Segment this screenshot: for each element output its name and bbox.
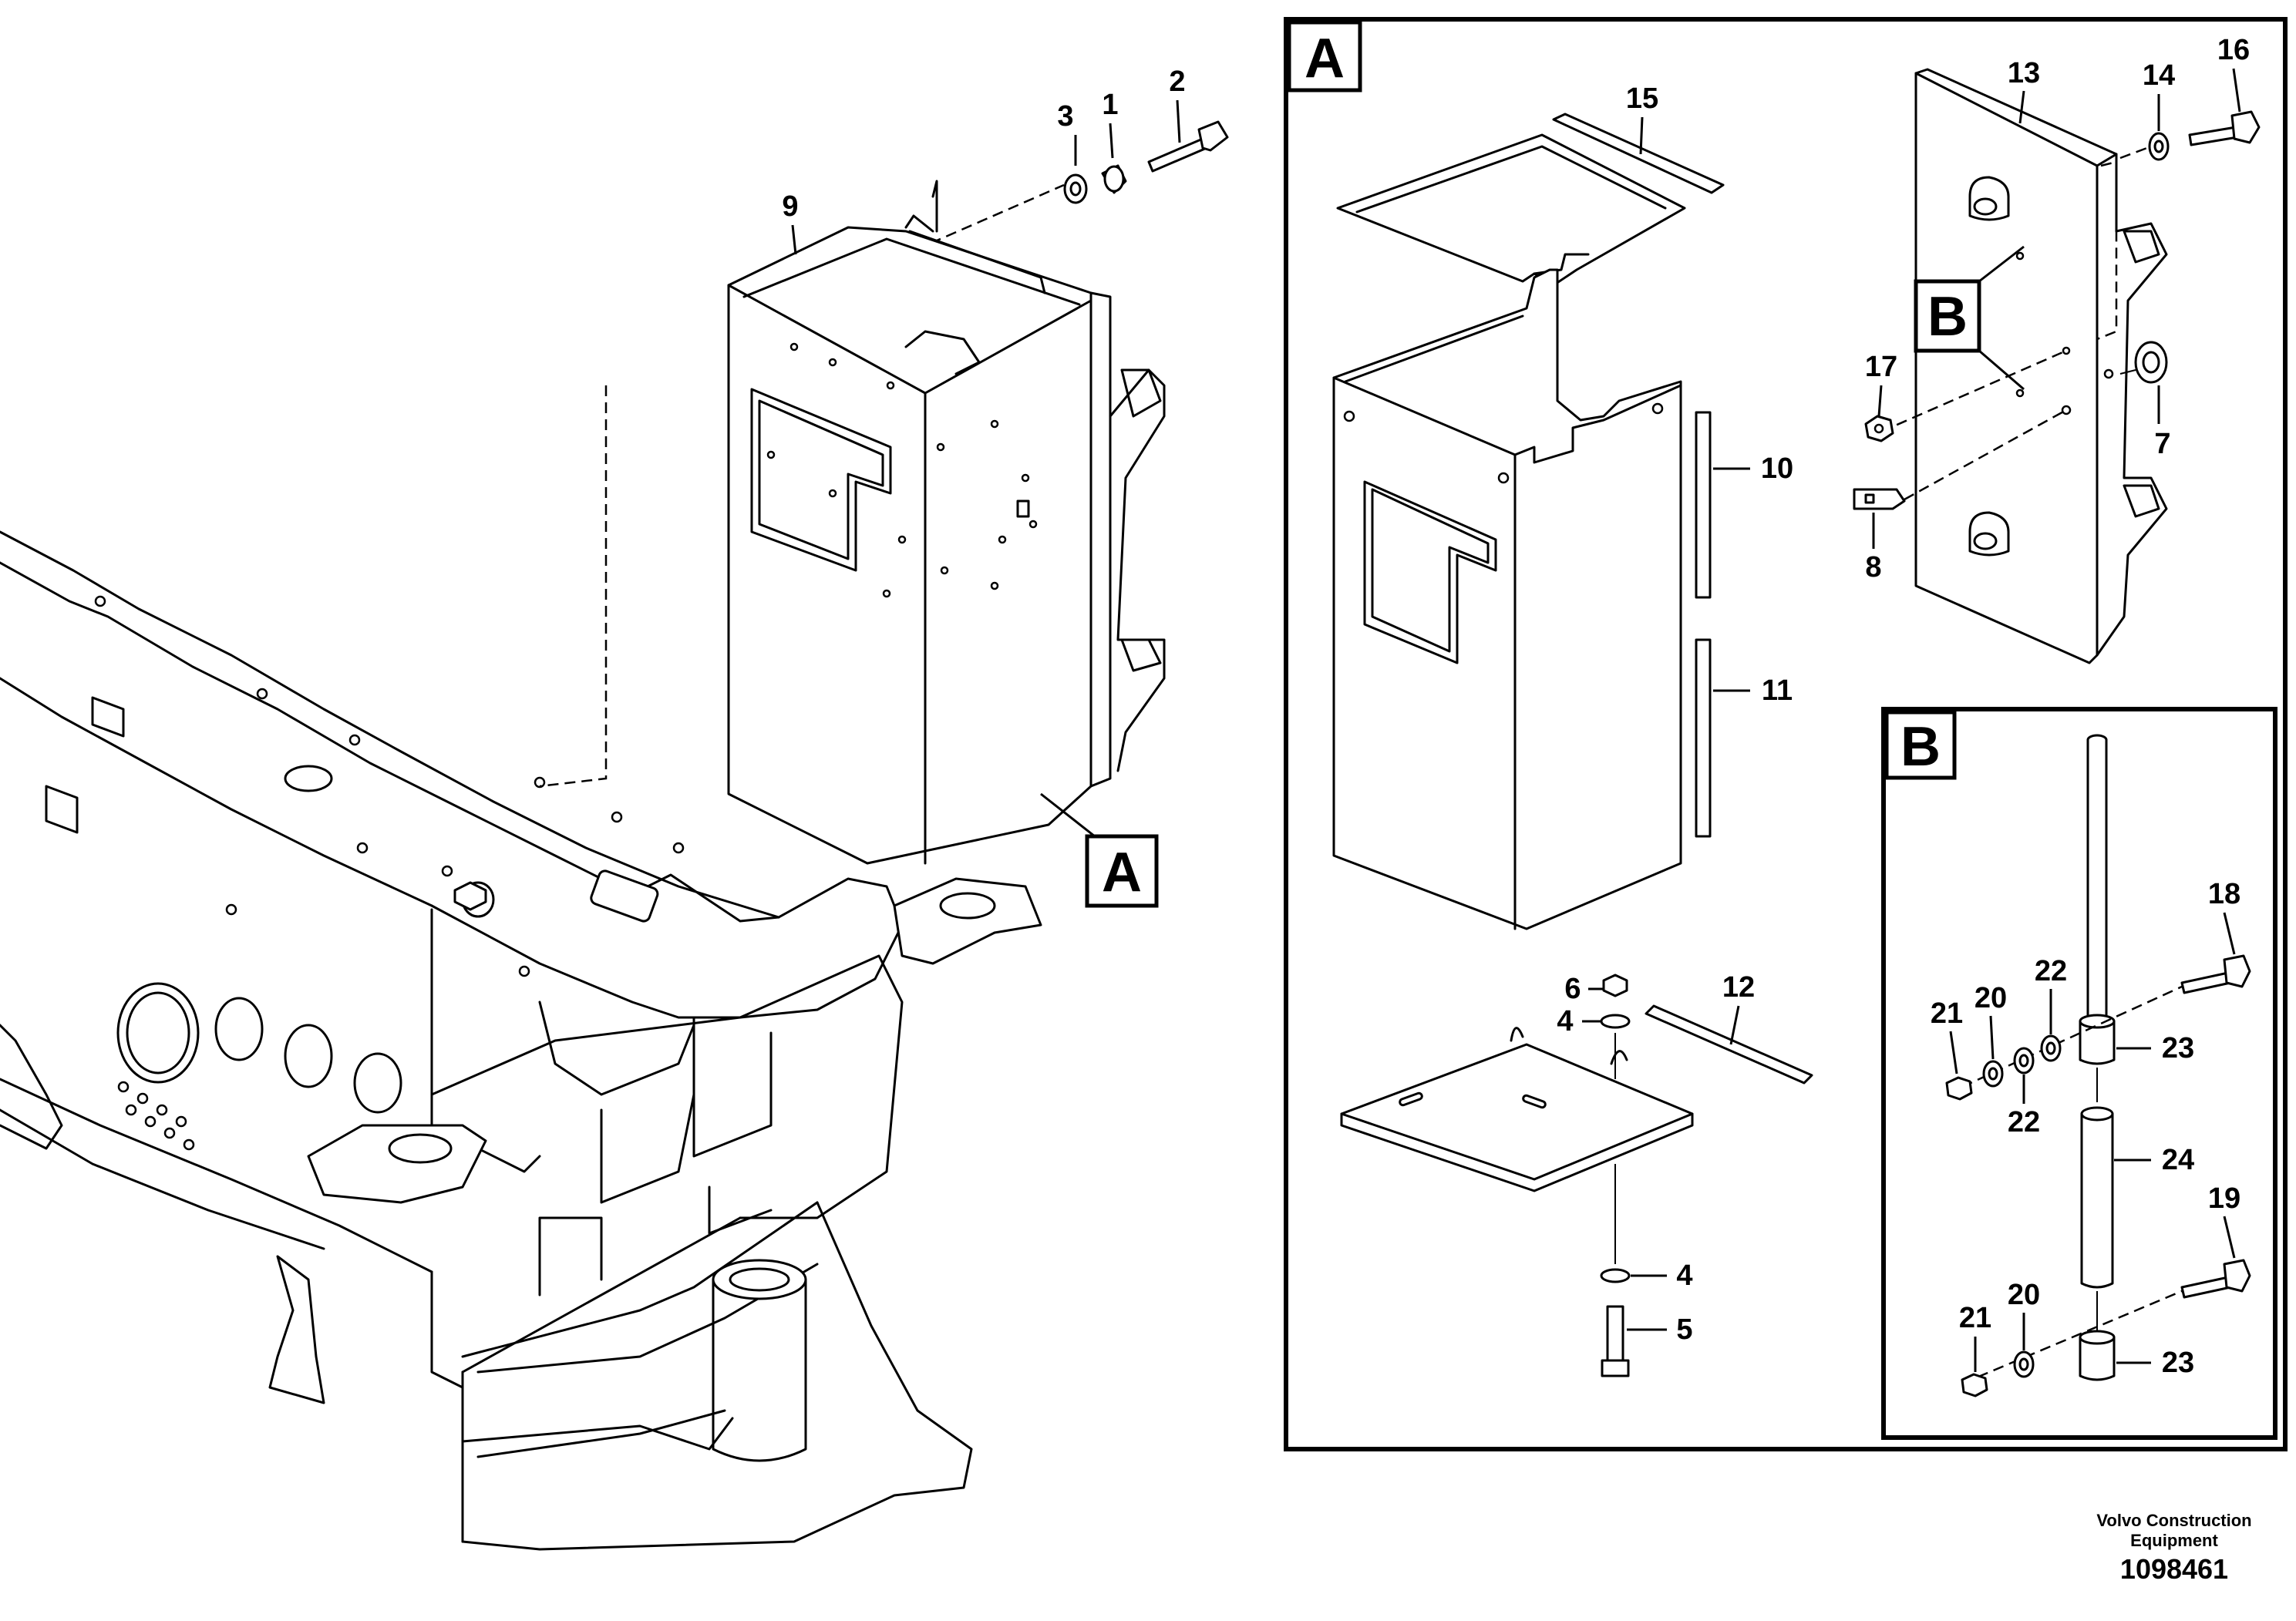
callout-label: 9 [782,190,798,223]
detail-ref-b-label: B [1927,286,1968,348]
detail-ref-b: B [1914,245,2025,391]
callout-label: 20 [2008,1279,2040,1311]
callout-label: 5 [1676,1313,1692,1346]
detail-panel-a-frame [1284,17,2288,1451]
callout-label: 3 [1057,100,1073,133]
b-upper-fasteners [1945,954,2251,1101]
footer-drawing-number: 1098461 [2119,1553,2229,1585]
box-shell [1332,268,1682,930]
callout-label: 7 [2154,428,2170,460]
strip-part-10 [1695,411,1712,599]
callouts-left: 3 1 2 9 [782,66,1186,255]
tray-fasteners [1600,974,1631,1377]
detail-ref-a: A [1040,792,1159,908]
callout-label: 15 [1626,82,1658,115]
callouts-panel-b: 18 21 20 22 22 23 24 19 21 20 23 [1931,878,2240,1379]
dashed-line-bracket-top [2096,160,2118,341]
bolt-washer-set-left [1063,120,1229,204]
callout-label: 23 [2162,1032,2194,1064]
dashed-line-clip [1904,409,2067,501]
stud-assembly [2079,734,2116,1381]
callout-label: 17 [1865,351,1897,383]
detail-panel-b-frame [1881,707,2277,1440]
detail-panel-a-label: A [1305,28,1345,89]
callout-label: 1 [1102,89,1118,121]
detail-panel-b-label: B [1900,716,1941,778]
nut-part-17 [1864,415,1894,442]
callout-label: 19 [2208,1182,2240,1215]
strip-part-15 [1552,113,1725,194]
mounting-bracket [1914,68,2168,664]
strip-part-11 [1695,638,1712,838]
callout-label: 11 [1762,674,1793,707]
callout-label: 16 [2217,34,2250,66]
callout-label: 22 [2035,955,2067,987]
connector-part-7 [2119,341,2168,384]
callout-label: 22 [2008,1106,2040,1138]
clip-part-8 [1853,488,1906,510]
callout-label: 2 [1169,66,1185,98]
callout-label: 6 [1564,973,1581,1005]
battery-box-assembled [727,180,1166,865]
dashed-line-b-lower [1961,1290,2183,1385]
detail-ref-a-label: A [1102,842,1142,903]
callouts-bracket: 13 14 16 17 7 8 [1865,34,2250,583]
callouts-panel-a: 15 10 11 6 4 12 4 5 [1557,82,1793,1346]
callout-label: 8 [1865,551,1881,583]
bracket-bolt-set [2148,110,2261,161]
callout-label: 21 [1959,1302,1991,1334]
callout-label: 21 [1931,997,1963,1030]
callout-label: 23 [2162,1347,2194,1379]
detail-panel-a-tag: A [1287,20,1362,92]
callout-label: 4 [1676,1259,1692,1292]
callout-label: 10 [1761,452,1793,485]
box-bottom-tray [1340,1027,1694,1192]
dashed-mounting-line [539,385,608,788]
dashed-line-bracket-bolt [2119,145,2152,160]
vehicle-frame [0,530,1042,1551]
callout-label: 20 [1974,982,2007,1014]
b-lower-fasteners [1961,1259,2251,1397]
callout-label: 13 [2008,57,2040,89]
callout-label: 14 [2143,59,2175,92]
box-lid [1336,133,1686,287]
callout-label: 4 [1557,1005,1573,1038]
callout-label: 18 [2208,878,2240,910]
detail-panel-b-tag: B [1884,710,1957,780]
callout-label: 12 [1722,971,1755,1004]
callout-label: 24 [2162,1144,2194,1176]
footer-company: Volvo Construction Equipment [2096,1511,2252,1550]
strip-part-12 [1645,1004,1813,1085]
